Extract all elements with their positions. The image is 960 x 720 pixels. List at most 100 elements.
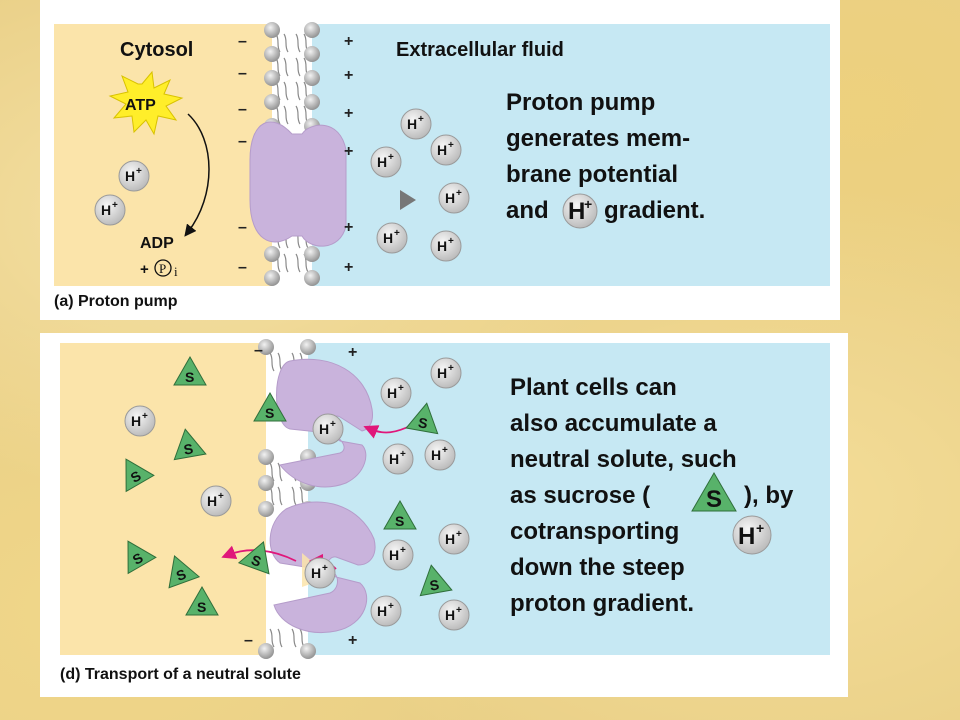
svg-text:+: + (348, 632, 357, 649)
svg-text:–: – (238, 33, 247, 50)
proton-circle-icon: H+ (430, 230, 462, 262)
sucrose-triangle-icon: S (691, 472, 737, 513)
svg-text:down the steep: down the steep (510, 554, 685, 581)
proton-circle-icon: H+ (438, 182, 470, 214)
svg-text:), by: ), by (744, 482, 794, 509)
svg-text:+: + (398, 383, 404, 394)
proton-circle-icon: H+ (382, 443, 414, 475)
svg-text:S: S (265, 405, 274, 421)
svg-text:+: + (142, 411, 148, 422)
svg-text:H: H (389, 451, 399, 467)
svg-text:H: H (131, 413, 141, 429)
svg-text:as sucrose (: as sucrose ( (510, 482, 650, 509)
svg-text:H: H (125, 168, 135, 184)
sucrose-triangle-icon: S (419, 564, 453, 597)
cytosol-region-d (60, 343, 286, 655)
extracellular-region-d (278, 343, 830, 655)
proton-circle-icon: H+ (118, 160, 150, 192)
svg-text:–: – (244, 632, 253, 649)
svg-text:+: + (584, 196, 592, 212)
svg-text:S: S (706, 486, 722, 513)
svg-text:and: and (506, 197, 549, 224)
proton-circle-icon: H+ (430, 134, 462, 166)
svg-text:+: + (388, 152, 394, 163)
svg-text:S: S (197, 599, 206, 615)
svg-text:H: H (568, 198, 585, 225)
svg-text:S: S (185, 369, 194, 385)
svg-text:ATP: ATP (125, 97, 156, 114)
svg-text:+: + (344, 143, 353, 160)
proton-circle-icon: H+ (438, 523, 470, 555)
svg-text:+: + (400, 545, 406, 556)
svg-text:+: + (344, 33, 353, 50)
svg-text:H: H (738, 523, 755, 550)
sucrose-triangle-icon: S (173, 428, 207, 461)
svg-text:+: + (218, 491, 224, 502)
svg-text:+: + (394, 228, 400, 239)
svg-text:+: + (112, 200, 118, 211)
svg-text:Proton pump: Proton pump (506, 89, 655, 116)
proton-circle-icon: H+ (732, 515, 772, 555)
sucrose-triangle-icon: S (185, 585, 219, 616)
svg-text:+: + (400, 449, 406, 460)
svg-text:also accumulate a: also accumulate a (510, 410, 717, 437)
proton-circle-icon: H+ (382, 539, 414, 571)
proton-circle-icon: H+ (424, 439, 456, 471)
sucrose-triangle-icon: S (125, 458, 155, 493)
svg-text:S: S (428, 576, 440, 593)
sucrose-triangle-icon: S (383, 499, 417, 530)
svg-text:S: S (417, 414, 429, 431)
adp-label: ADP (140, 235, 174, 252)
proton-pump-diagram: Cytosol Extracellular fluid – – – – – – … (54, 22, 830, 310)
panel-d-caption: (d) Transport of a neutral solute (60, 666, 301, 683)
sucrose-triangle-icon: S (253, 391, 287, 422)
svg-text:cotransporting: cotransporting (510, 518, 679, 545)
proton-transport-arrowhead (400, 190, 416, 210)
svg-text:+: + (388, 601, 394, 612)
svg-text:+: + (448, 140, 454, 151)
svg-text:H: H (389, 547, 399, 563)
svg-text:+: + (136, 166, 142, 177)
svg-text:H: H (437, 142, 447, 158)
svg-text:H: H (387, 385, 397, 401)
svg-text:+: + (344, 259, 353, 276)
sucrose-triangle-icon: S (168, 555, 201, 589)
svg-text:generates mem-: generates mem- (506, 125, 690, 152)
svg-text:+: + (456, 605, 462, 616)
proton-circle-icon: H+ (370, 595, 402, 627)
svg-text:+: + (140, 261, 149, 278)
svg-text:–: – (238, 219, 247, 236)
svg-text:+: + (330, 419, 336, 430)
svg-text:H: H (407, 116, 417, 132)
proton-pump-protein (249, 121, 347, 247)
svg-text:H: H (445, 607, 455, 623)
svg-text:+: + (322, 563, 328, 574)
svg-text:+: + (344, 105, 353, 122)
sucrose-triangle-icon: S (127, 540, 157, 575)
svg-text:proton gradient.: proton gradient. (510, 590, 694, 617)
svg-text:–: – (238, 65, 247, 82)
svg-text:S: S (395, 513, 404, 529)
proton-circle-icon: H+ (200, 485, 232, 517)
svg-text:+: + (448, 236, 454, 247)
sucrose-triangle-icon: S (237, 541, 270, 575)
neutral-solute-diagram: – + – + S S S S S S S S S S S H+ H+ H+ H… (60, 339, 830, 683)
svg-text:–: – (238, 259, 247, 276)
svg-text:+: + (456, 529, 462, 540)
membrane-charges-d: – + – + (244, 342, 357, 649)
svg-text:H: H (431, 447, 441, 463)
proton-circle-icon: H+ (370, 146, 402, 178)
svg-text:+: + (456, 188, 462, 199)
proton-circle-icon: H+ (124, 405, 156, 437)
svg-text:neutral solute, such: neutral solute, such (510, 446, 737, 473)
proton-pump-description: Proton pump generates mem- brane potenti… (506, 89, 705, 229)
svg-text:brane potential: brane potential (506, 161, 678, 188)
svg-text:H: H (437, 238, 447, 254)
proton-circle-icon: H+ (304, 557, 336, 589)
proton-circle-icon: H+ (400, 108, 432, 140)
sucrose-triangle-icon: S (173, 355, 207, 386)
atp-hydrolysis-arrow (184, 113, 210, 237)
atp-starburst-icon: ATP (108, 70, 184, 136)
svg-text:P: P (159, 261, 166, 276)
svg-text:H: H (101, 202, 111, 218)
